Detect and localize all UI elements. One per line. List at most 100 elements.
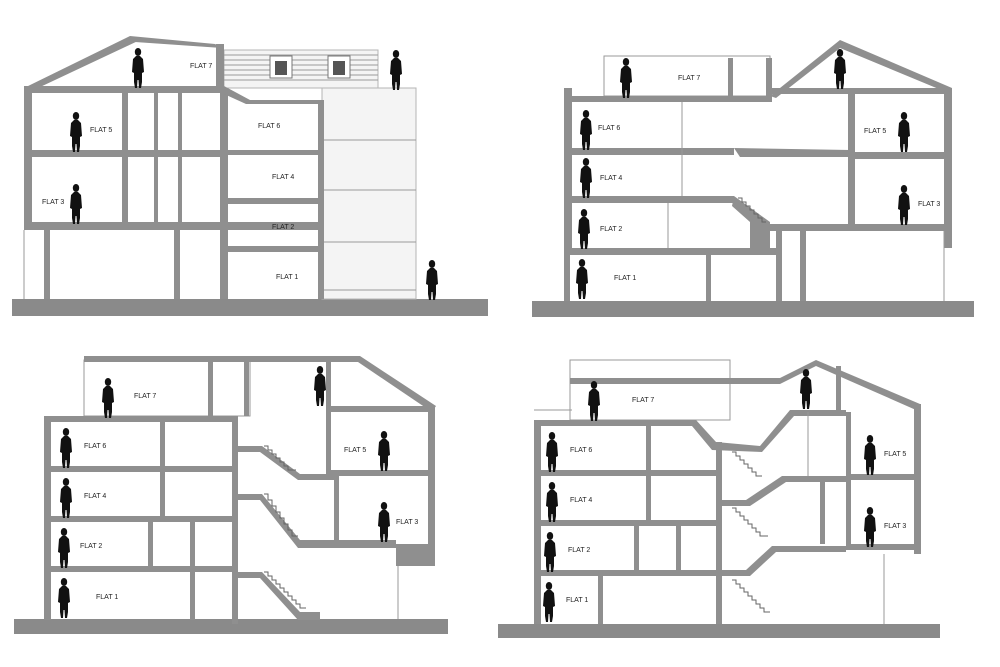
stair-landing	[722, 476, 846, 506]
section-b: FLAT 7 FLAT 6 FLAT 5 FLAT 4 FLAT 3 FLAT …	[532, 40, 974, 317]
flat-3-label: FLAT 3	[42, 199, 64, 206]
stair-landing	[732, 196, 770, 252]
floor-slab	[564, 96, 770, 102]
partition-wall	[160, 422, 165, 466]
partition-wall	[190, 522, 195, 566]
flat-5-label: FLAT 5	[884, 451, 906, 458]
flat-1-label: FLAT 1	[566, 597, 588, 604]
flat-7-label: FLAT 7	[632, 397, 654, 404]
neighbour-elevation-roof	[223, 49, 379, 89]
partition-wall	[646, 426, 651, 470]
person-figure	[800, 369, 812, 409]
person-figure	[378, 431, 390, 471]
flat-5-label: FLAT 5	[864, 128, 886, 135]
person-figure	[60, 478, 72, 518]
partition-wall	[244, 362, 249, 416]
floor-slab	[534, 570, 720, 576]
floor-slab	[564, 248, 778, 255]
floor-slab	[224, 246, 324, 252]
floor-slab	[534, 470, 720, 476]
flat-4-label: FLAT 4	[570, 497, 592, 504]
floor-slab	[564, 196, 734, 203]
person-figure	[544, 532, 556, 572]
person-figure	[426, 260, 438, 300]
person-figure	[58, 578, 70, 618]
floor-slab	[326, 406, 434, 412]
core-wall	[716, 442, 722, 624]
section-a: FLAT 7 FLAT 6 FLAT 5 FLAT 4 FLAT 3 FLAT …	[12, 36, 488, 316]
person-figure	[543, 582, 555, 622]
person-figure	[864, 435, 876, 475]
exterior-wall-right	[944, 88, 952, 248]
partition-wall	[706, 255, 711, 301]
partition-wall	[208, 362, 213, 416]
floor-slab	[44, 466, 234, 472]
basement-wall	[564, 255, 570, 301]
core-wall	[326, 362, 331, 470]
dormer-window-glass	[333, 61, 345, 75]
floor-slab	[396, 544, 434, 566]
flat-2-label: FLAT 2	[272, 224, 294, 231]
stair-flight	[738, 197, 766, 223]
roof-siding-lines	[224, 54, 378, 81]
person-figure	[580, 158, 592, 198]
flat-3-label: FLAT 3	[884, 523, 906, 530]
floor-slab	[770, 224, 952, 231]
flat-2-label: FLAT 2	[600, 226, 622, 233]
exterior-wall-left	[564, 88, 572, 248]
partition-wall	[776, 228, 782, 301]
person-figure	[576, 259, 588, 299]
ground-slab	[14, 619, 448, 634]
exterior-wall-right	[318, 100, 324, 299]
floor-slab	[850, 152, 952, 159]
person-figure	[864, 507, 876, 547]
flat-6-label: FLAT 6	[84, 443, 106, 450]
floor-slab	[846, 544, 920, 550]
person-figure	[580, 110, 592, 150]
person-figure	[578, 209, 590, 249]
partition-wall	[646, 476, 651, 520]
basement-wall	[174, 228, 180, 299]
flat-4-label: FLAT 4	[84, 493, 106, 500]
person-figure	[620, 58, 632, 98]
partition-wall	[728, 58, 733, 102]
partition-wall	[836, 366, 841, 412]
neighbour-elevation-wall	[321, 87, 417, 300]
person-figure	[834, 49, 846, 89]
flat-1-label: FLAT 1	[276, 274, 298, 281]
core-wall	[334, 476, 339, 548]
ground-slab	[498, 624, 940, 638]
person-figure	[898, 112, 910, 152]
partition-wall	[766, 58, 772, 102]
partition-wall	[846, 412, 851, 544]
ground-slab	[532, 301, 974, 317]
roof-left-slope	[24, 36, 140, 88]
exterior-wall-left	[24, 88, 32, 228]
person-figure	[60, 428, 72, 468]
stair-landing	[238, 572, 320, 620]
floor-slab	[24, 222, 324, 230]
dormer-window-glass	[275, 61, 287, 75]
flat-7-label: FLAT 7	[678, 75, 700, 82]
flat-5-label: FLAT 5	[344, 447, 366, 454]
partition-wall	[848, 94, 855, 230]
floor-slab	[534, 520, 720, 526]
person-figure	[546, 482, 558, 522]
floor-slab	[564, 148, 734, 155]
person-figure	[378, 502, 390, 542]
floor-slab-step	[734, 148, 850, 157]
person-figure	[546, 432, 558, 472]
core-wall	[232, 416, 238, 624]
partition-wall	[154, 93, 158, 222]
partition-wall	[598, 576, 603, 624]
flat-4-label: FLAT 4	[600, 175, 622, 182]
floor-slab	[326, 470, 434, 476]
flat-6-label: FLAT 6	[570, 447, 592, 454]
floor-slab	[24, 86, 224, 93]
floor-slab	[224, 150, 324, 155]
flat-2-label: FLAT 2	[80, 543, 102, 550]
partition-wall	[634, 526, 639, 570]
stair-landing	[238, 446, 334, 480]
person-figure	[58, 528, 70, 568]
floor-slab	[44, 566, 234, 572]
